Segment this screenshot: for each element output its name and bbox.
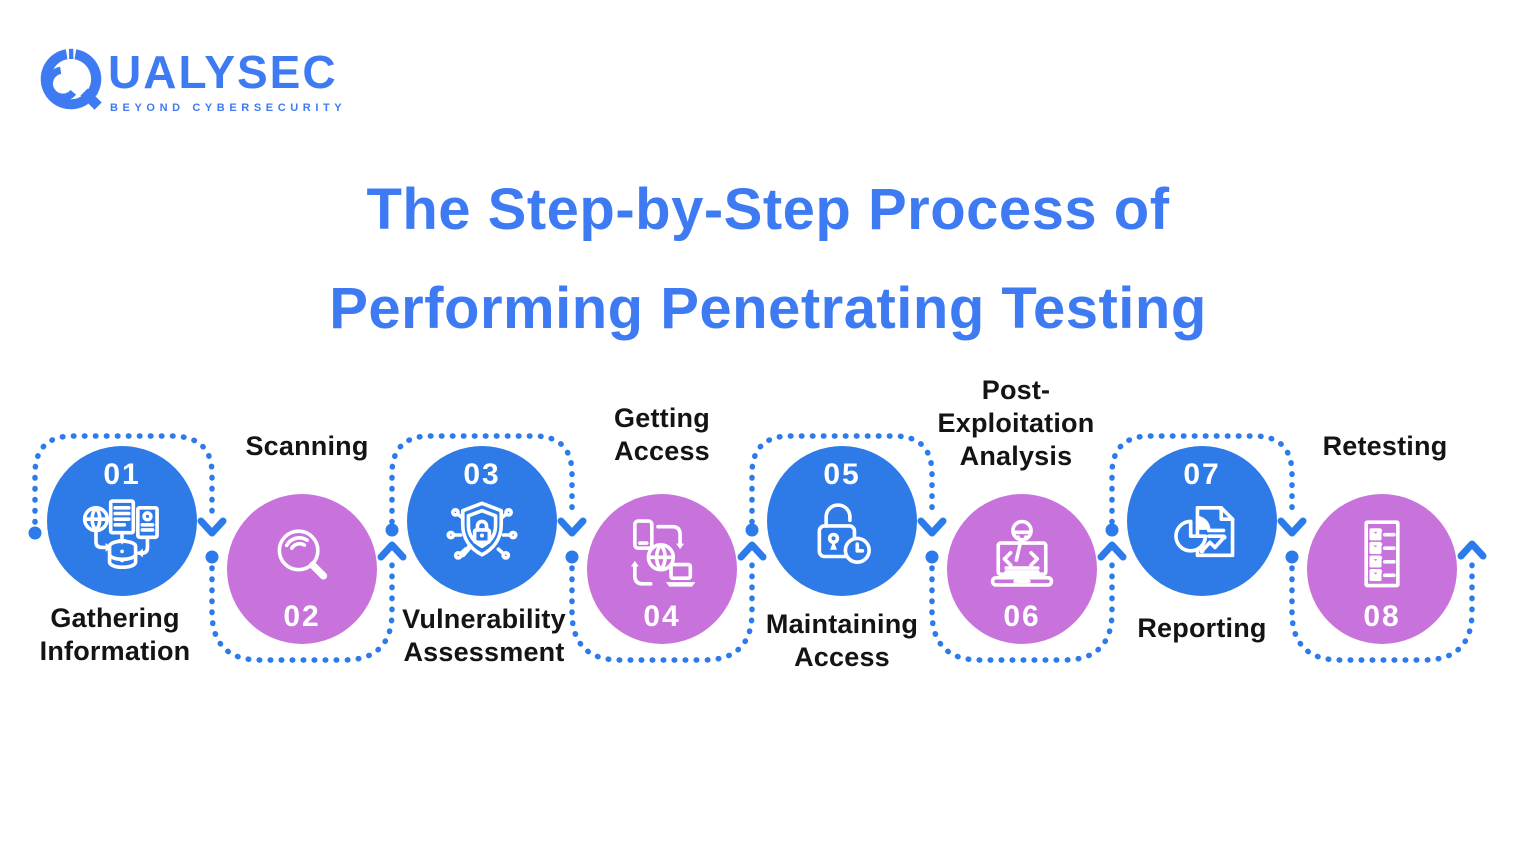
connector-dot	[565, 550, 579, 564]
qualysec-logo: UALYSEC BEYOND CYBERSECURITY	[40, 46, 346, 114]
step-label: Gathering Information	[39, 603, 191, 666]
arrow-up-icon	[1457, 540, 1487, 560]
connector-dot	[925, 550, 939, 564]
step-number: 06	[1003, 600, 1041, 633]
connector-dot	[1105, 523, 1119, 537]
data-gathering-icon	[82, 499, 159, 570]
step-circle-03: 03	[407, 446, 557, 596]
main-title: The Step-by-Step Process of Performing P…	[329, 177, 1207, 341]
arrow-up-icon	[377, 541, 407, 561]
magnifier-icon	[277, 529, 328, 580]
arrow-down-icon	[557, 517, 587, 537]
step-label: Retesting	[1322, 431, 1448, 461]
logo-tagline: BEYOND CYBERSECURITY	[110, 102, 347, 114]
arrow-up-icon	[1097, 541, 1127, 561]
step-circle-02: 02	[227, 494, 377, 644]
step-circle-07: 07	[1127, 446, 1277, 596]
connector-dot	[205, 550, 219, 564]
report-pie-chart-icon	[1174, 506, 1235, 558]
step-circle-08: 08	[1307, 494, 1457, 644]
device-network-transfer-icon	[630, 519, 696, 587]
connector-dot	[28, 526, 42, 540]
step-number: 07	[1183, 458, 1221, 491]
step-number: 01	[103, 458, 141, 491]
laptop-spy-code-icon	[990, 519, 1054, 587]
step-circle-06: 06	[947, 494, 1097, 644]
step-label: Scanning	[245, 431, 369, 461]
flow-dotted-line	[32, 433, 1475, 663]
step-number: 05	[823, 458, 861, 491]
qualysec-q-icon	[40, 48, 102, 110]
connector-dot	[1285, 550, 1299, 564]
step-circle-05: 05	[767, 446, 917, 596]
step-circle-01: 01	[47, 446, 197, 596]
unlocked-padlock-clock-icon	[817, 503, 871, 564]
step-number: 04	[643, 600, 681, 633]
step-label: Reporting	[1137, 613, 1267, 643]
step-number: 02	[283, 600, 321, 633]
arrow-up-icon	[737, 541, 767, 561]
logo-wordmark: UALYSEC	[108, 46, 338, 98]
arrow-down-icon	[1277, 517, 1307, 537]
step-circle-04: 04	[587, 494, 737, 644]
connector-dot	[385, 523, 399, 537]
checklist-icon	[1364, 520, 1400, 588]
step-label: Vulnerability Assessment	[402, 604, 566, 667]
connector-dot	[745, 523, 759, 537]
step-number: 08	[1363, 600, 1401, 633]
step-label: Getting Access	[614, 403, 710, 466]
arrow-down-icon	[917, 517, 947, 537]
arrow-down-icon	[197, 517, 227, 537]
step-label: Post- Exploitation Analysis	[937, 375, 1095, 471]
step-label: Maintaining Access	[765, 609, 919, 672]
step-number: 03	[463, 458, 501, 491]
shield-lock-scan-icon	[446, 501, 518, 560]
